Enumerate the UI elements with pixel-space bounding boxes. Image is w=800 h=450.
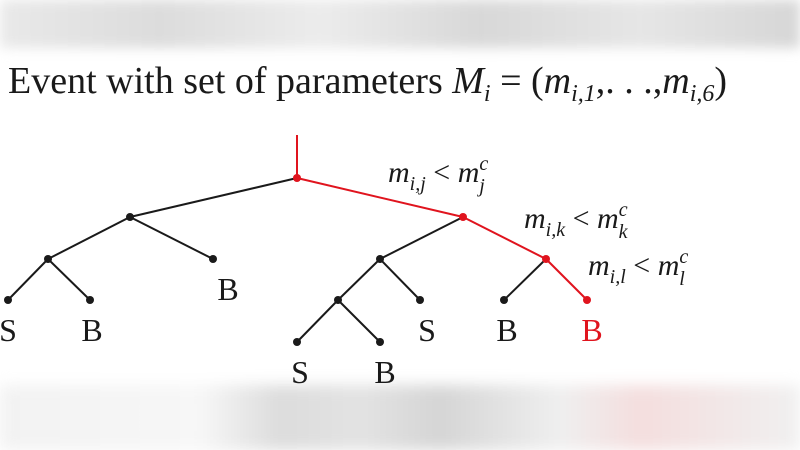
title-m-last-subscript: i,6 — [690, 81, 715, 107]
leaf-label: S — [291, 354, 309, 390]
highlighted-path — [296, 135, 588, 301]
tree-edge — [47, 258, 91, 301]
tree-edge — [503, 258, 547, 301]
tree-edge — [337, 299, 381, 343]
title-ellipsis: ,. . ., — [596, 60, 663, 102]
highlighted-leaf-node — [583, 296, 591, 304]
blurred-bottom-band — [0, 385, 800, 450]
title-m-last: m — [662, 60, 689, 102]
diagram-title: Event with set of parameters Mi = (mi,1,… — [8, 60, 727, 107]
highlighted-node — [542, 255, 550, 263]
tree-edge — [337, 258, 381, 301]
tree-edges — [7, 177, 547, 343]
tree-node — [126, 213, 134, 221]
leaf-label: S — [0, 312, 17, 348]
title-m-first: m — [544, 60, 571, 102]
title-M-subscript: i — [484, 81, 491, 107]
title-m-first-subscript: i,1 — [571, 81, 596, 107]
tree-edge — [129, 177, 298, 218]
tree-edge — [296, 299, 339, 343]
highlighted-node — [459, 213, 467, 221]
leaf-label: S — [418, 312, 436, 348]
tree-node — [416, 296, 424, 304]
tree-node — [86, 296, 94, 304]
tree-node — [376, 255, 384, 263]
title-close-paren: ) — [714, 60, 727, 102]
tree-node — [4, 296, 12, 304]
tree-edge — [379, 258, 421, 301]
tree-edge — [129, 216, 214, 260]
title-M: M — [451, 60, 486, 102]
blurred-top-band — [0, 0, 800, 48]
highlighted-edge — [296, 177, 464, 218]
title-prefix: Event with set of parameters — [8, 60, 452, 102]
leaf-label: B — [496, 312, 517, 348]
tree-edge — [47, 216, 131, 260]
tree-node — [209, 255, 217, 263]
highlighted-nodes — [293, 174, 591, 304]
leaf-label: B — [374, 354, 395, 390]
tree-edge — [379, 216, 464, 260]
leaf-labels: S B B S B B S B — [0, 271, 603, 390]
tree-node — [293, 338, 301, 346]
tree-node — [500, 296, 508, 304]
leaf-label: B — [217, 271, 238, 307]
tree-edge — [7, 258, 49, 301]
highlighted-edge — [545, 258, 588, 301]
highlighted-edge — [462, 216, 547, 260]
root-node — [293, 174, 301, 182]
leaf-label: B — [81, 312, 102, 348]
tree-node — [334, 296, 342, 304]
title-equals-open: = ( — [491, 60, 544, 102]
tree-node — [44, 255, 52, 263]
tree-nodes — [4, 213, 508, 346]
tree-node — [376, 338, 384, 346]
leaf-label-highlighted: B — [581, 312, 602, 348]
